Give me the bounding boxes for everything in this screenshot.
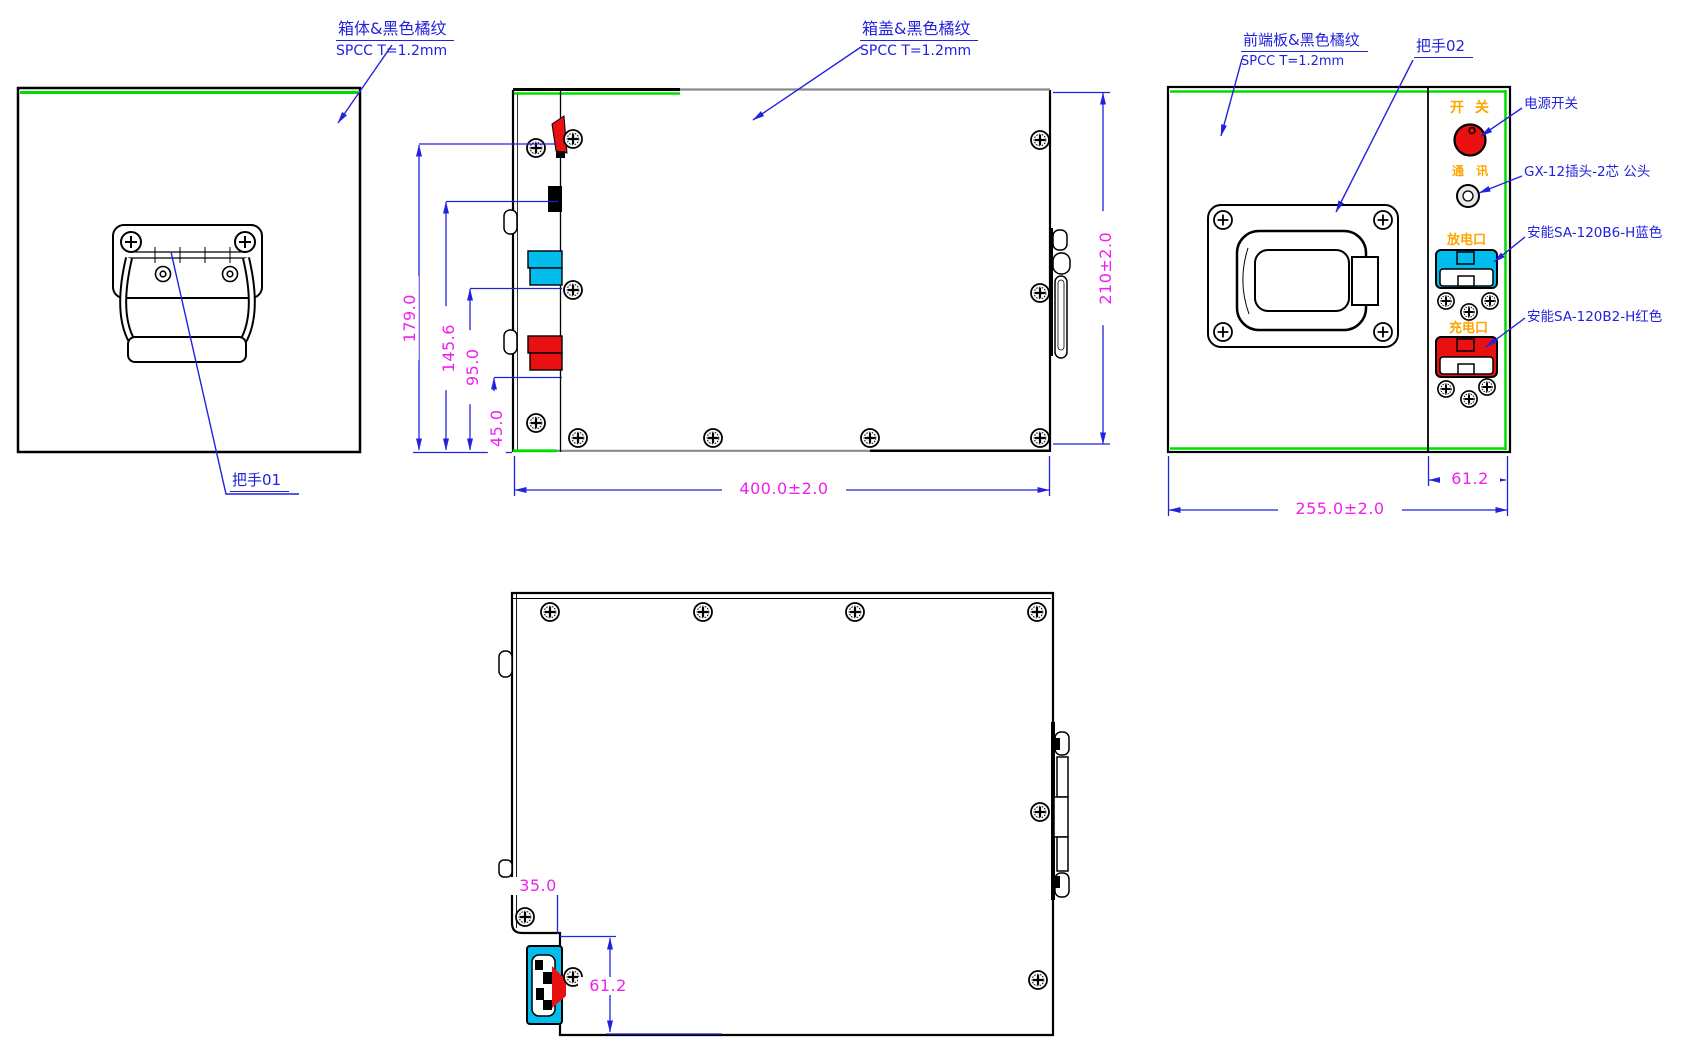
screw-icon [1027, 969, 1049, 991]
screw-icon [1026, 601, 1048, 623]
annotation-spec: SPCC T=1.2mm [860, 43, 972, 60]
dim-45: 45.0 [487, 391, 507, 466]
dim-width-400: 400.0±2.0 [722, 479, 846, 499]
handle-01 [112, 224, 263, 363]
screw-icon [1029, 801, 1051, 823]
annotation-spec: SPCC T=1.2mm [1241, 54, 1345, 70]
screw-icon [234, 231, 256, 253]
charge-connector-side [527, 335, 563, 371]
annotation-box-lid: 箱盖&黑色橘纹 SPCC T=1.2mm [860, 19, 979, 60]
screw-icon [1477, 377, 1497, 397]
leader-lines [170, 44, 1526, 495]
dim-height-210: 210±2.0 [1096, 211, 1116, 326]
dim-panel-61-2: 61.2 [1440, 469, 1500, 489]
screw-icon [702, 427, 724, 449]
gx12-connector [1456, 184, 1480, 208]
dim-offset-35: 35.0 [510, 876, 566, 896]
callout-power-switch: 电源开关 [1524, 96, 1578, 112]
screw-icon [514, 906, 536, 928]
front-view [503, 88, 1071, 453]
discharge-port-label: 放电口 [1447, 233, 1487, 248]
screw-icon [562, 279, 584, 301]
screw-icon [539, 601, 561, 623]
discharge-connector [1435, 249, 1498, 289]
screw-icon [1459, 389, 1479, 409]
screw-icon [1480, 291, 1500, 311]
power-button[interactable] [1453, 123, 1487, 157]
screw-icon [1436, 291, 1456, 311]
latch-side [1049, 228, 1071, 359]
dim-145-6: 145.6 [439, 306, 459, 391]
callout-charge-connector: 安能SA-120B2-H红色 [1527, 309, 1663, 325]
screw-icon [844, 601, 866, 623]
screw-icon [859, 427, 881, 449]
annotation-spec: SPCC T=1.2mm [336, 43, 448, 60]
screw-icon [120, 231, 142, 253]
screw-icon [1029, 129, 1051, 151]
switch-label: 开 关 [1450, 100, 1492, 116]
screw-icon [1213, 322, 1233, 342]
charge-port-label: 充电口 [1449, 321, 1489, 336]
screw-icon [1373, 322, 1393, 342]
discharge-connector-bottom [526, 945, 566, 1025]
discharge-connector-side [527, 250, 563, 286]
dim-depth-255: 255.0±2.0 [1278, 499, 1402, 519]
gx12-side [548, 186, 562, 212]
callout-discharge-connector: 安能SA-120B6-H蓝色 [1527, 225, 1663, 241]
annotation-title: 箱体&黑色橘纹 [336, 19, 455, 42]
dim-connector-61-2: 61.2 [578, 976, 638, 996]
latch-bottom [1051, 722, 1070, 900]
annotation-box-body: 箱体&黑色橘纹 SPCC T=1.2mm [336, 19, 455, 60]
screw-icon [692, 601, 714, 623]
handle-02 [1207, 204, 1399, 348]
bottom-view [498, 591, 1070, 1037]
screw-icon [1373, 210, 1393, 230]
right-view [1166, 85, 1512, 454]
dim-179: 179.0 [400, 276, 420, 361]
screw-icon [221, 265, 239, 283]
dim-95: 95.0 [463, 330, 483, 405]
screw-icon [1213, 210, 1233, 230]
screw-icon [567, 427, 589, 449]
left-view [16, 86, 362, 454]
annotation-title: 箱盖&黑色橘纹 [860, 19, 979, 42]
annotation-title: 前端板&黑色橘纹 [1241, 31, 1368, 53]
handle-grip [127, 336, 247, 363]
comm-label: 通 讯 [1452, 164, 1493, 178]
screw-icon [1029, 427, 1051, 449]
screw-icon [154, 265, 172, 283]
screw-icon [562, 128, 584, 150]
screw-icon [1459, 302, 1479, 322]
screw-icon [1029, 282, 1051, 304]
annotation-front-panel: 前端板&黑色橘纹 SPCC T=1.2mm [1241, 31, 1368, 70]
screw-icon [525, 412, 547, 434]
callout-gx12-plug: GX-12插头-2芯 公头 [1524, 164, 1651, 180]
screw-icon [525, 137, 547, 159]
screw-icon [1436, 379, 1456, 399]
charge-connector [1435, 336, 1498, 378]
annotation-handle-01: 把手01 [230, 471, 290, 493]
annotation-handle-02: 把手02 [1414, 37, 1474, 59]
